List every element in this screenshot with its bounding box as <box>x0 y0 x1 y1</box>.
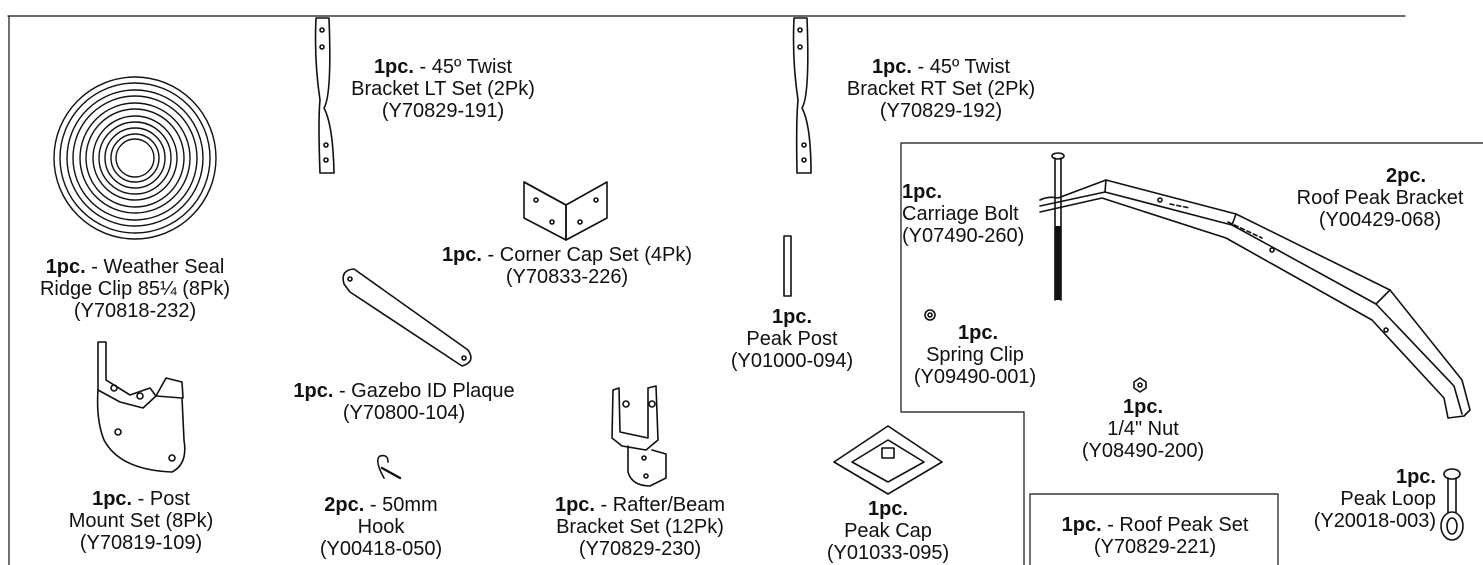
part-label-id-plaque: 1pc. - Gazebo ID Plaque (Y70800-104) <box>266 380 542 424</box>
desc2-twist-rt: Bracket RT Set (2Pk) <box>846 78 1036 100</box>
code-peak-cap: (Y01033-095) <box>826 542 950 564</box>
carriage-bolt-icon <box>1051 152 1065 301</box>
code-spring-clip: (Y09490-001) <box>913 366 1037 388</box>
qty-twist-lt: 1pc. <box>373 56 414 78</box>
qty-peak-cap: 1pc. <box>867 498 909 520</box>
part-label-weather-seal: 1pc. - Weather Seal Ridge Clip 85¼ (8Pk)… <box>12 256 258 322</box>
qty-carriage-bolt: 1pc. <box>902 181 943 203</box>
code-weather-seal: (Y70818-232) <box>73 300 197 322</box>
desc-corner-cap: - Corner Cap Set (4Pk) <box>487 244 693 266</box>
qty-hook: 2pc. <box>324 494 365 516</box>
code-hook: (Y00418-050) <box>319 538 443 560</box>
code-carriage-bolt: (Y07490-260) <box>902 225 1025 247</box>
desc-nut: 1/4" Nut <box>1107 418 1179 440</box>
part-label-peak-post: 1pc. Peak Post (Y01000-094) <box>712 306 872 372</box>
qty-twist-rt: 1pc. <box>871 56 912 78</box>
twist-bracket-lt-icon <box>314 17 335 174</box>
part-label-corner-cap: 1pc. - Corner Cap Set (4Pk) (Y70833-226) <box>412 244 722 288</box>
desc-twist-rt: - 45º Twist <box>917 56 1011 78</box>
qty-post-mount: 1pc. <box>92 488 133 510</box>
frame-lines <box>7 15 1483 565</box>
desc-roof-peak-set: - Roof Peak Set <box>1107 514 1249 536</box>
post-mount-icon <box>96 341 186 473</box>
twist-bracket-rt-icon <box>792 17 812 174</box>
desc-hook: - 50mm <box>369 494 438 516</box>
id-plaque-icon <box>342 268 472 367</box>
part-label-rafter-bracket: 1pc. - Rafter/Beam Bracket Set (12Pk) (Y… <box>538 494 742 560</box>
code-id-plaque: (Y70800-104) <box>342 402 466 424</box>
part-label-spring-clip: 1pc. Spring Clip (Y09490-001) <box>900 322 1050 388</box>
part-label-carriage-bolt: 1pc. Carriage Bolt (Y07490-260) <box>902 181 1052 247</box>
qty-peak-post: 1pc. <box>771 306 813 328</box>
code-roof-peak-bracket: (Y00429-068) <box>1318 209 1442 231</box>
qty-weather-seal: 1pc. <box>45 256 86 278</box>
part-label-nut: 1pc. 1/4" Nut (Y08490-200) <box>1068 396 1218 462</box>
rafter-bracket-icon <box>611 385 667 487</box>
part-label-twist-lt: 1pc. - 45º Twist Bracket LT Set (2Pk) (Y… <box>338 56 548 122</box>
desc-post-mount: - Post <box>137 488 190 510</box>
part-label-hook: 2pc. - 50mm Hook (Y00418-050) <box>306 494 456 560</box>
desc-id-plaque: - Gazebo ID Plaque <box>338 380 515 402</box>
corner-cap-icon <box>523 181 608 241</box>
part-label-post-mount: 1pc. - Post Mount Set (8Pk) (Y70819-109) <box>56 488 226 554</box>
qty-rafter-bracket: 1pc. <box>554 494 595 516</box>
desc-twist-lt: - 45º Twist <box>419 56 513 78</box>
part-label-peak-loop: 1pc. Peak Loop (Y20018-003) <box>1286 466 1436 532</box>
desc-peak-post: Peak Post <box>746 328 838 350</box>
roof-peak-bracket-icon <box>1039 179 1471 419</box>
desc-peak-cap: Peak Cap <box>844 520 932 542</box>
part-label-peak-cap: 1pc. Peak Cap (Y01033-095) <box>808 498 968 564</box>
hook-icon <box>376 454 402 480</box>
code-twist-rt: (Y70829-192) <box>879 100 1003 122</box>
peak-post-icon <box>783 235 792 297</box>
code-post-mount: (Y70819-109) <box>79 532 203 554</box>
spring-clip-icon <box>924 309 936 321</box>
desc2-twist-lt: Bracket LT Set (2Pk) <box>351 78 535 100</box>
desc-weather-seal: - Weather Seal <box>91 256 225 278</box>
desc-roof-peak-bracket: Roof Peak Bracket <box>1296 187 1464 209</box>
qty-roof-peak-set: 1pc. <box>1061 514 1102 536</box>
code-corner-cap: (Y70833-226) <box>505 266 629 288</box>
desc2-hook: Hook <box>357 516 405 538</box>
weather-seal-coil-icon <box>53 76 217 240</box>
nut-icon <box>1133 377 1147 393</box>
desc-peak-loop: Peak Loop <box>1340 488 1436 510</box>
part-label-roof-peak-bracket: 2pc. Roof Peak Bracket (Y00429-068) <box>1280 165 1480 231</box>
code-peak-loop: (Y20018-003) <box>1313 510 1436 532</box>
code-nut: (Y08490-200) <box>1081 440 1205 462</box>
peak-cap-icon <box>833 425 943 495</box>
code-rafter-bracket: (Y70829-230) <box>578 538 702 560</box>
desc2-weather-seal: Ridge Clip 85¼ (8Pk) <box>39 278 231 300</box>
desc2-post-mount: Mount Set (8Pk) <box>68 510 214 532</box>
desc-spring-clip: Spring Clip <box>926 344 1024 366</box>
code-roof-peak-set: (Y70829-221) <box>1093 536 1217 558</box>
peak-loop-icon <box>1440 468 1464 541</box>
qty-nut: 1pc. <box>1122 396 1164 418</box>
desc2-rafter-bracket: Bracket Set (12Pk) <box>556 516 724 538</box>
part-label-roof-peak-set: 1pc. - Roof Peak Set (Y70829-221) <box>1036 514 1274 558</box>
part-label-twist-rt: 1pc. - 45º Twist Bracket RT Set (2Pk) (Y… <box>836 56 1046 122</box>
qty-spring-clip: 1pc. <box>958 322 999 344</box>
code-twist-lt: (Y70829-191) <box>381 100 505 122</box>
qty-roof-peak-bracket: 2pc. <box>1385 165 1427 187</box>
desc-rafter-bracket: - Rafter/Beam <box>600 494 726 516</box>
desc-carriage-bolt: Carriage Bolt <box>902 203 1019 225</box>
code-peak-post: (Y01000-094) <box>730 350 854 372</box>
qty-peak-loop: 1pc. <box>1395 466 1436 488</box>
qty-corner-cap: 1pc. <box>441 244 482 266</box>
qty-id-plaque: 1pc. <box>293 380 334 402</box>
